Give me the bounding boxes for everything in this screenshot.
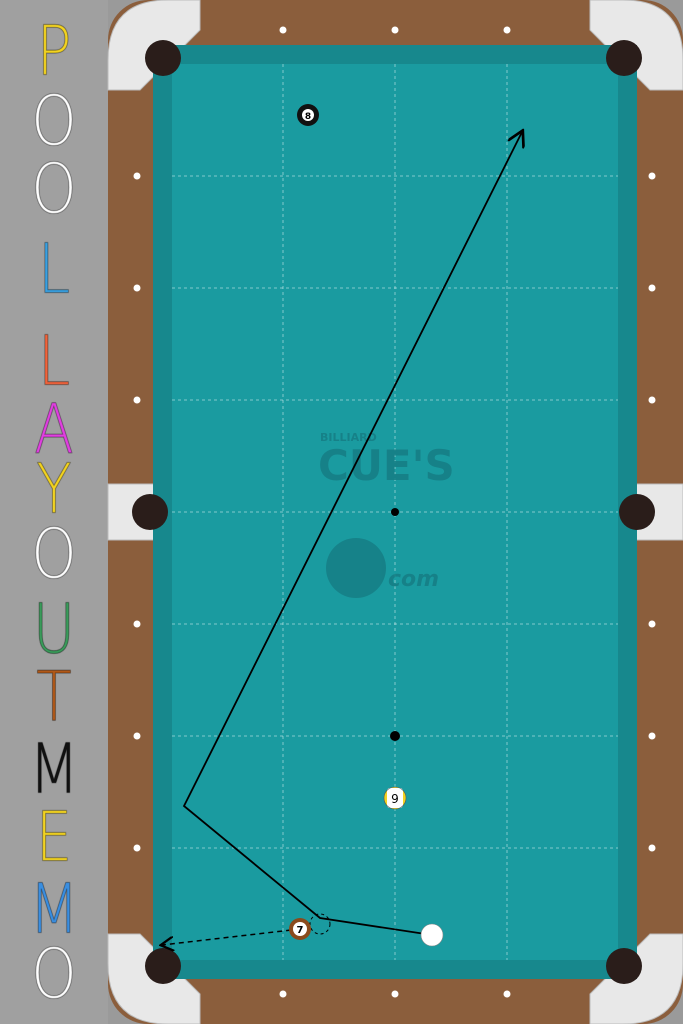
pocket-top-right xyxy=(606,40,642,76)
pocket-bottom-right xyxy=(606,948,642,984)
watermark-small-text: BILLIARD xyxy=(320,431,377,444)
title-letter: O xyxy=(31,148,78,230)
pocket-bottom-left xyxy=(145,948,181,984)
pocket-top-left xyxy=(145,40,181,76)
watermark: BILLIARD CUE'S com xyxy=(318,431,455,598)
cue-ball-path xyxy=(182,132,522,936)
pocket-mid-left xyxy=(132,494,168,530)
title-letter: Y xyxy=(36,448,72,530)
cue-ball[interactable] xyxy=(420,923,444,947)
foot-spot xyxy=(390,731,400,741)
pocket-mid-right xyxy=(619,494,655,530)
title-letter: O xyxy=(31,933,78,1015)
watermark-main-text: CUE'S xyxy=(318,441,455,490)
title-letter: L xyxy=(37,228,71,310)
title-letter: U xyxy=(32,588,76,670)
ball-8[interactable]: 8 xyxy=(297,104,319,126)
title-letter: E xyxy=(35,796,73,878)
title-letter: M xyxy=(28,868,80,950)
title-letter: L xyxy=(37,320,71,402)
title-letter: M xyxy=(28,728,80,810)
ball-7[interactable]: 7 xyxy=(289,918,311,940)
title-letter: O xyxy=(31,513,78,595)
title-letter: A xyxy=(34,388,75,470)
title-sidebar xyxy=(0,0,108,1024)
title-letter: P xyxy=(36,10,72,92)
title-letter: T xyxy=(36,656,72,738)
watermark-com-text: com xyxy=(388,567,439,592)
title-letter: O xyxy=(31,80,78,162)
ball-7-label: 7 xyxy=(297,925,304,936)
rail-diamonds xyxy=(133,26,656,998)
ball-9[interactable]: 9 xyxy=(383,786,407,810)
table-grid xyxy=(172,64,618,960)
ball-8-label: 8 xyxy=(305,112,311,122)
ghost-ball xyxy=(309,913,331,935)
pockets xyxy=(132,40,655,984)
ball-9-label: 9 xyxy=(391,792,399,806)
center-spot xyxy=(391,508,399,516)
